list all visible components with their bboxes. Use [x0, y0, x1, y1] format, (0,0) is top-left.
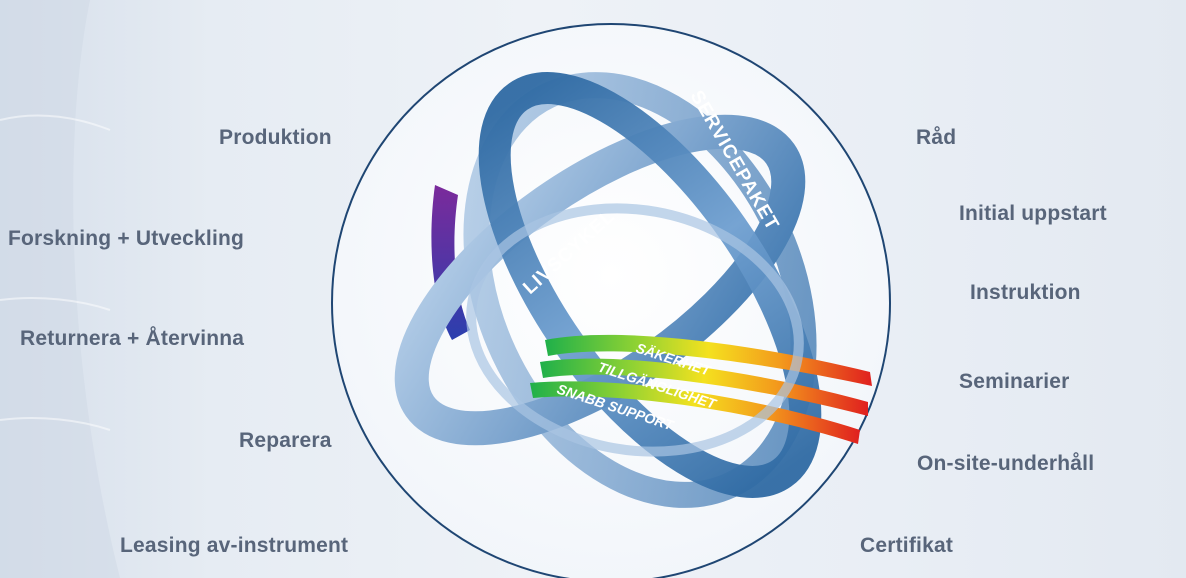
label-rad: Råd [916, 126, 957, 149]
ring-inner [466, 203, 804, 457]
rainbow-band-bottom [530, 381, 860, 444]
label-instruktion: Instruktion [970, 281, 1081, 304]
label-certifikat: Certifikat [860, 534, 954, 557]
rainbow-band-top [545, 334, 872, 386]
ring-livscykel [394, 114, 806, 446]
label-on-site-underhall: On-site-underhåll [917, 452, 1095, 475]
label-returnera-atervinna: Returnera + Återvinna [20, 327, 245, 350]
label-seminarier: Seminarier [959, 370, 1070, 393]
label-initial-uppstart: Initial uppstart [959, 202, 1107, 225]
label-forskning-utveckling: Forskning + Utveckling [8, 227, 245, 250]
label-reparera: Reparera [239, 429, 332, 452]
label-produktion: Produktion [219, 126, 332, 149]
rainbow-band-middle [540, 358, 868, 416]
label-leasing-av-instrument: Leasing av-instrument [120, 534, 349, 557]
